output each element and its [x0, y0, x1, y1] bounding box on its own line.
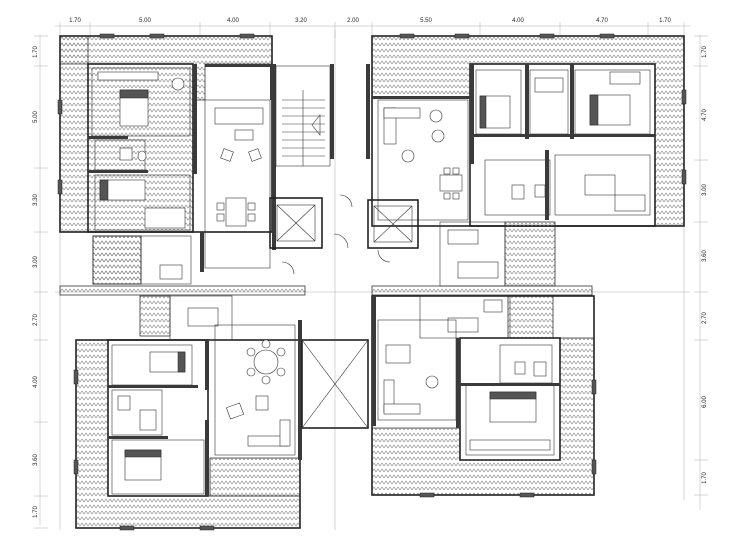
central-core: [269, 64, 419, 275]
dim-left-1: 1.70: [33, 46, 39, 58]
dim-right-5: 2.70: [702, 312, 708, 324]
dim-left-7: 3.60: [33, 454, 39, 466]
dim-top-5: 2.00: [347, 18, 359, 24]
apartment-top-left: [59, 35, 274, 285]
dim-left-4: 3.00: [33, 256, 39, 268]
dim-top-9: 1.70: [659, 18, 671, 24]
dim-top-2: 5.00: [139, 18, 151, 24]
dim-top-4: 3.20: [295, 18, 307, 24]
dim-top-8: 4.70: [596, 18, 608, 24]
dim-left-3: 3.30: [33, 194, 39, 206]
stairs: [282, 90, 325, 166]
slab-bands: [59, 235, 593, 339]
dim-left-8: 1.70: [33, 506, 39, 518]
dim-top-1: 1.70: [69, 18, 81, 24]
dim-right-4: 3.60: [702, 250, 708, 262]
apartment-top-right: [371, 35, 685, 287]
left-dimension-labels: 1.70 5.00 3.30 3.00 2.70 4.00 3.60 1.70: [33, 46, 39, 518]
dim-left-5: 2.70: [33, 314, 39, 326]
window-marks: [57, 33, 687, 531]
dim-right-6: 6.00: [702, 396, 708, 408]
top-dimension-labels: 1.70 5.00 4.00 3.20 2.00 5.50 4.00 4.70 …: [69, 18, 671, 24]
dim-left-6: 4.00: [33, 376, 39, 388]
light-well: [301, 339, 369, 429]
dim-right-3: 3.00: [702, 184, 708, 196]
apartment-bottom-left: [75, 295, 302, 529]
dim-top-6: 5.50: [420, 18, 432, 24]
dim-top-3: 4.00: [227, 18, 239, 24]
dim-right-1: 1.70: [702, 46, 708, 58]
dim-left-2: 5.00: [33, 111, 39, 123]
dim-right-2: 4.70: [702, 109, 708, 121]
right-dimension-labels: 1.70 4.70 3.00 3.60 2.70 6.00 1.70: [702, 46, 708, 484]
dim-right-7: 1.70: [702, 472, 708, 484]
apartment-bottom-right: [371, 295, 595, 496]
dim-top-7: 4.00: [512, 18, 524, 24]
